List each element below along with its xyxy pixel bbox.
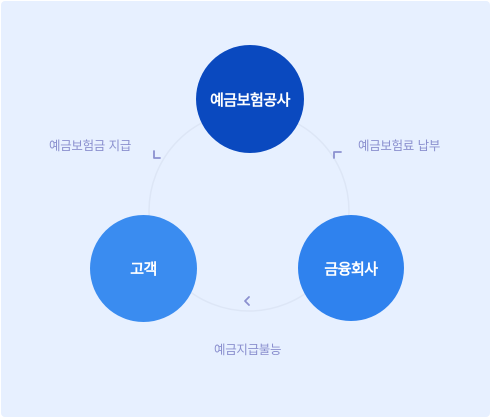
edge-label-payment-default: 예금지급불능 bbox=[214, 342, 282, 357]
node-financial-company: 금융회사 bbox=[298, 215, 404, 321]
arrow-right-to-top-icon bbox=[333, 151, 342, 159]
arrow-right-to-left-icon bbox=[244, 296, 250, 306]
arrow-top-to-left-icon bbox=[153, 150, 161, 159]
edge-label-insurance-payout: 예금보험금 지급 bbox=[49, 138, 132, 153]
node-customer: 고객 bbox=[90, 215, 197, 322]
node-label: 금융회사 bbox=[324, 259, 378, 278]
node-label: 예금보험공사 bbox=[210, 90, 290, 109]
node-label: 고객 bbox=[130, 260, 157, 278]
edge-label-premium-payment: 예금보험료 납부 bbox=[358, 138, 441, 153]
node-deposit-insurance-corp: 예금보험공사 bbox=[196, 45, 304, 153]
